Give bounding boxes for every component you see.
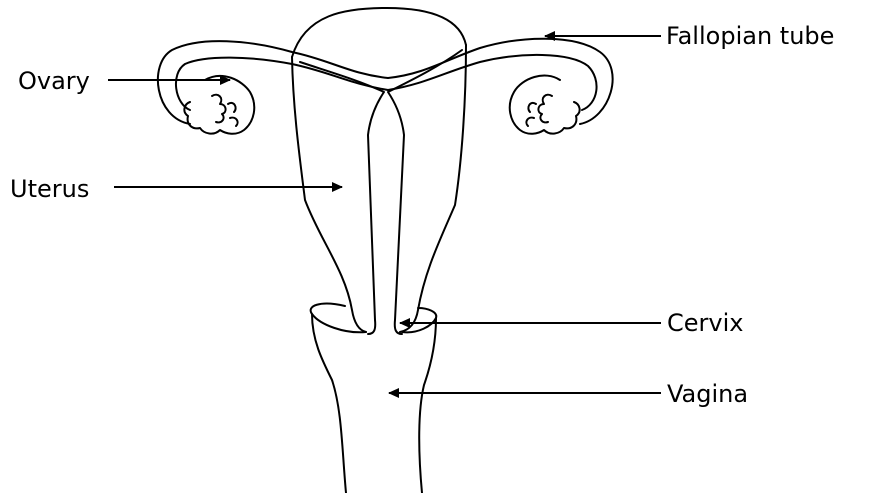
- vagina-label: Vagina: [667, 380, 748, 408]
- vagina-right-wall: [419, 318, 436, 493]
- uterus-fundus: [292, 8, 466, 57]
- left-ovary-fimbriae: [212, 95, 238, 126]
- fallopian-tube-label: Fallopian tube: [666, 22, 834, 50]
- uterine-cavity-left: [300, 62, 384, 334]
- uterus-label: Uterus: [10, 175, 89, 203]
- ovary-label: Ovary: [18, 67, 90, 95]
- uterus-left-wall: [292, 57, 366, 332]
- right-ovary-fimbriae: [526, 95, 552, 126]
- uterine-cavity-right: [388, 50, 462, 334]
- vagina-left-wall: [312, 314, 346, 493]
- uterus-right-wall: [400, 45, 466, 332]
- cervix-cap: [311, 304, 366, 333]
- left-fallopian-tube-inner: [176, 58, 388, 110]
- right-fallopian-tube-inner: [388, 55, 597, 110]
- left-ovary: [184, 76, 254, 134]
- cervix-label: Cervix: [667, 309, 743, 337]
